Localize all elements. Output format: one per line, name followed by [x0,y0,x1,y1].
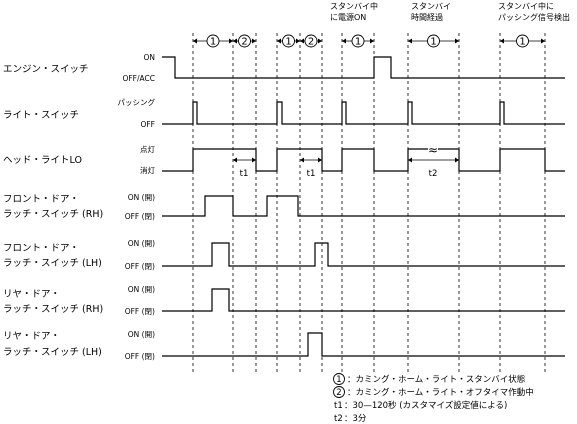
signal-engine-switch: エンジン・スイッチ ON OFF/ACC [3,53,565,83]
legend-text-2: ：カミング・ホーム・ライト・オフタイマ作動中 [347,387,534,398]
off-state-label: OFF (閉) [125,262,155,271]
signal-name: ライト・スイッチ [3,110,79,121]
signal-front-door-lh: フロント・ドア・ ラッチ・スイッチ (LH) ON (開) OFF (閉) [3,239,565,271]
t2-label: t2 [429,169,438,179]
on-state-label: ON (開) [128,239,155,248]
off-state-label: OFF [140,120,155,129]
legend-text-t1: ：30—120秒 (カスタマイズ設定値による) [344,400,507,411]
off-state-label: OFF (閉) [125,307,155,316]
signal-name: エンジン・スイッチ [3,64,89,75]
signal-rear-door-lh: リヤ・ドア・ ラッチ・スイッチ (LH) ON (開) OFF (閉) [3,330,565,361]
signal-light-switch: ライト・スイッチ パッシング OFF [3,97,565,129]
legend-marker-t2: t2 [334,414,343,424]
segment-3-marker: 1 [285,37,291,48]
signal-name: ヘッド・ライトLO [3,155,82,166]
light-switch-waveform [162,101,565,125]
annotation-passing-detected-line2: パッシング信号検出 [498,12,570,22]
segment-7-marker: 1 [519,37,525,48]
on-state-label: ON [143,53,155,62]
off-state-label: OFF (閉) [125,352,155,361]
off-state-label: OFF/ACC [122,74,155,83]
engine-switch-waveform [162,56,565,79]
legend-text-t2: ：3分 [344,414,367,424]
reference-lines [192,33,546,375]
segment-4-marker: 2 [308,37,314,48]
signal-headlight-lo: ヘッド・ライトLO 点灯 消灯 ≈ t1 t1 t2 [3,143,565,179]
rear-door-lh-waveform [162,332,565,357]
segment-1-marker: 1 [210,37,216,48]
on-state-label: ON (開) [128,285,155,294]
signal-rear-door-rh: リヤ・ドア・ ラッチ・スイッチ (RH) ON (開) OFF (閉) [3,285,565,316]
off-state-label: 消灯 [140,165,155,175]
front-door-lh-waveform [162,242,565,267]
signal-name-line1: リヤ・ドア・ [3,331,60,342]
legend-marker-1: 1 [336,375,341,385]
top-annotations: スタンバイ中 に電源ON スタンバイ 時間経過 スタンバイ中に パッシング信号検… [330,1,570,22]
signal-name-line1: フロント・ドア・ [3,243,79,254]
off-state-label: OFF (閉) [125,212,155,221]
headlight-waveform [162,148,565,172]
segment-6-marker: 1 [430,37,436,48]
legend-marker-2: 2 [336,388,341,398]
signal-name-line2: ラッチ・スイッチ (LH) [3,347,102,358]
signal-name-line1: リヤ・ドア・ [3,289,60,300]
on-state-label: ON (開) [128,193,155,202]
segment-5-marker: 1 [355,37,361,48]
on-state-label: 点灯 [140,144,155,154]
signal-front-door-rh: フロント・ドア・ ラッチ・スイッチ (RH) ON (開) OFF (閉) [3,193,565,221]
legend: 1 ：カミング・ホーム・ライト・スタンバイ状態 2 ：カミング・ホーム・ライト・… [333,373,534,424]
segment-spans: 1 2 1 2 1 1 1 [193,34,545,48]
annotation-power-on-line2: に電源ON [330,13,366,22]
on-state-label: パッシング [118,97,156,107]
annotation-passing-detected-line1: スタンバイ中に [498,1,554,11]
legend-marker-t1: t1 [334,401,343,411]
annotation-standby-timeout-line1: スタンバイ [411,2,451,11]
signal-name-line2: ラッチ・スイッチ (RH) [3,209,103,220]
segment-2-marker: 2 [241,37,247,48]
break-mark: ≈ [428,143,438,157]
t1-label-1: t1 [240,169,249,179]
rear-door-rh-waveform [162,288,565,312]
on-state-label: ON (開) [128,330,155,339]
signal-name-line1: フロント・ドア・ [3,194,79,205]
annotation-standby-timeout-line2: 時間経過 [411,12,443,22]
annotation-power-on-line1: スタンバイ中 [330,1,378,11]
signal-name-line2: ラッチ・スイッチ (RH) [3,304,103,315]
t1-label-2: t1 [307,169,316,179]
break-gap [428,144,438,154]
front-door-rh-waveform [162,195,565,217]
legend-text-1: ：カミング・ホーム・ライト・スタンバイ状態 [347,374,525,385]
signal-name-line2: ラッチ・スイッチ (LH) [3,258,102,269]
